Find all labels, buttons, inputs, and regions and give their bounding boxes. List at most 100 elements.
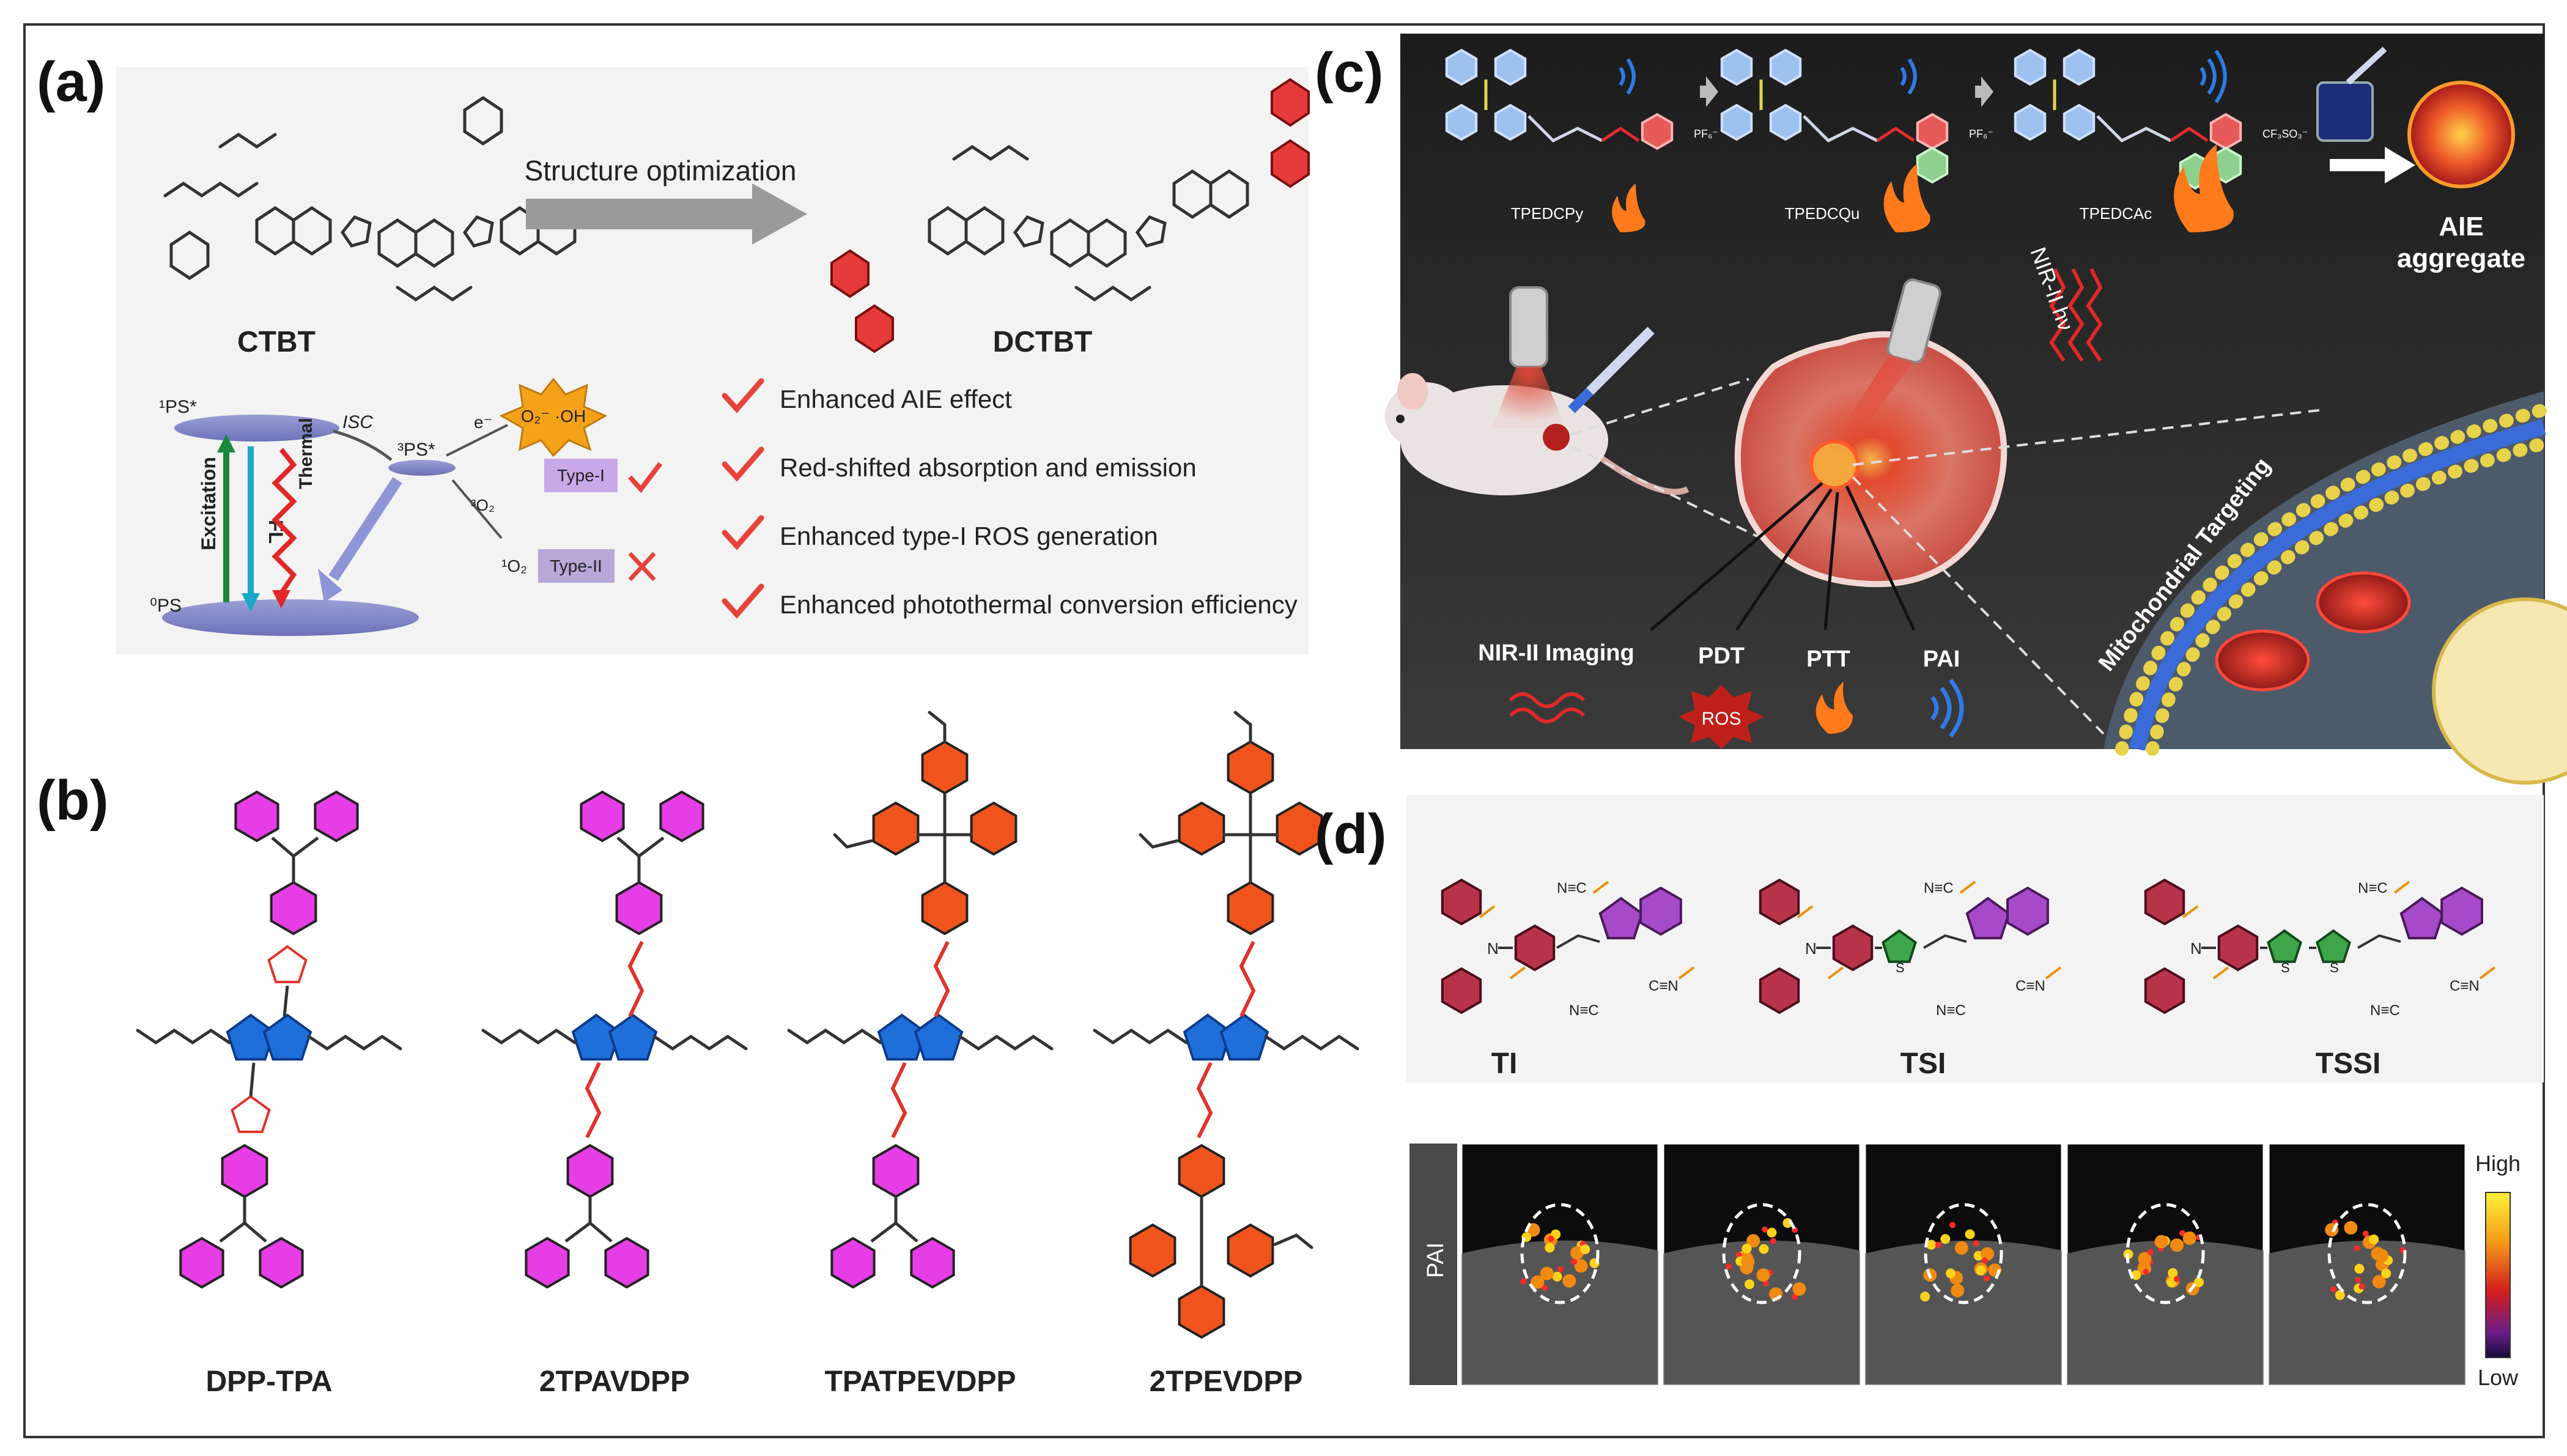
tumor-roi xyxy=(1924,1203,2003,1304)
type1-check-icon xyxy=(628,462,663,493)
aryl-ring xyxy=(910,1236,955,1289)
dpp-core-ring xyxy=(262,1013,312,1061)
bond-line xyxy=(1556,934,1600,949)
pai-signal-dot xyxy=(1520,1278,1527,1285)
dimethylamino xyxy=(928,711,947,744)
vinyl-linker xyxy=(1239,940,1256,1018)
cyano-text: N≡C xyxy=(1557,880,1587,896)
dimethylamino xyxy=(833,833,873,849)
pai-signal-dot xyxy=(2354,1245,2360,1252)
pai-signal-dot xyxy=(1540,1266,1554,1280)
panel-a-background xyxy=(116,67,1309,654)
sulfur-text: S xyxy=(2330,960,2339,975)
aryl-ring xyxy=(1227,740,1274,795)
sound-wave-icon xyxy=(1619,67,1625,86)
pai-signal-dot xyxy=(2354,1263,2365,1274)
benefit-item: Enhanced type-I ROS generation xyxy=(780,522,1158,550)
molecule-1 xyxy=(481,790,748,1289)
aryl-ring xyxy=(1759,967,1800,1014)
pai-signal-dot xyxy=(1562,1274,1576,1288)
molecule-name: 2TPAVDPP xyxy=(539,1365,690,1398)
dimethylamino xyxy=(1139,833,1179,849)
rotation-arrow xyxy=(2045,966,2062,980)
pai-molecule-0: NN≡CC≡NN≡C xyxy=(1441,878,1695,1019)
isc-arrow xyxy=(333,429,393,461)
acceptor-ring xyxy=(1916,113,1949,150)
excitation-text: Excitation xyxy=(198,457,220,550)
pai-signal-dot xyxy=(1982,1257,1988,1264)
pai-signal-dot xyxy=(1770,1238,1776,1244)
aie-molecule-0: PF₆⁻TPEDCPy xyxy=(1445,48,1718,232)
dpp-core-ring xyxy=(608,1013,658,1061)
pai-side-label: PAI xyxy=(1423,1243,1449,1278)
alkyl-chain xyxy=(652,1034,748,1051)
sulfur-text: S xyxy=(1896,960,1905,975)
rotation-arrow xyxy=(2393,881,2410,894)
panel-c-label: (c) xyxy=(1315,42,1383,104)
cyano-text: N≡C xyxy=(1924,880,1954,896)
pai-frame-4 xyxy=(2267,1142,2467,1386)
counterion-text: CF₃SO₃⁻ xyxy=(2262,128,2308,140)
nir-imaging-wave-icon xyxy=(1509,692,1586,723)
pai-frame-0 xyxy=(1460,1142,1660,1386)
thiophene-ring xyxy=(2267,929,2302,963)
molecule-3 xyxy=(1093,711,1359,1339)
flame-icon xyxy=(2174,144,2234,232)
isc-decay-arrow xyxy=(328,477,402,581)
aryl-ring xyxy=(566,1144,614,1199)
pai-signal-dot xyxy=(2355,1277,2362,1284)
benefit-item: Red-shifted absorption and emission xyxy=(780,453,1197,482)
cell-membrane xyxy=(2103,391,2567,785)
thermal-wave xyxy=(271,448,297,595)
aie-molecule-2: CF₃SO₃⁻TPEDCAc xyxy=(2014,48,2308,232)
pai-signal-dot xyxy=(2330,1286,2336,1293)
aryl-ring xyxy=(1227,881,1274,936)
aryl-ring xyxy=(872,801,920,856)
pai-molecule-name: TSI xyxy=(1900,1048,1946,1080)
pai-signal-dot xyxy=(1983,1275,1990,1282)
aryl-ring xyxy=(314,790,359,843)
pai-signal-dot xyxy=(1926,1240,1937,1250)
ptt-flame-icon xyxy=(1815,682,1853,734)
pai-signal-dot xyxy=(2381,1268,2392,1279)
aryl-ring xyxy=(872,1144,920,1199)
pai-signal-dot xyxy=(1531,1275,1545,1289)
aryl-ring xyxy=(2014,103,2047,141)
aryl-ring xyxy=(221,1144,268,1199)
nir-waves xyxy=(2049,268,2103,362)
aryl-ring xyxy=(1494,48,1527,86)
bond-line xyxy=(271,837,295,857)
pai-signal-dot xyxy=(2362,1230,2369,1237)
vinyl-linker xyxy=(1876,126,1915,142)
aryl-ring xyxy=(1759,878,1800,926)
panel-a-label: (a) xyxy=(37,51,105,113)
benefit-item: Enhanced photothermal conversion efficie… xyxy=(780,590,1298,619)
flame-icon xyxy=(1883,164,1930,232)
aryl-ring xyxy=(659,790,704,843)
aryl-ring xyxy=(1276,801,1323,856)
bond-line xyxy=(2357,934,2401,949)
vinyl-linker xyxy=(890,1062,907,1139)
rotation-arrow xyxy=(1959,881,1976,894)
cyano-text: N≡C xyxy=(2370,1002,2400,1019)
alkyl-chain xyxy=(787,1028,882,1045)
optimization-label: Structure optimization xyxy=(525,155,797,187)
aryl-ring xyxy=(1441,878,1482,926)
s1-text: ¹PS* xyxy=(159,397,197,417)
aryl-ring xyxy=(2063,103,2096,141)
panel-a: (a) CTBT Structure optimization xyxy=(37,51,1310,654)
isc-text: ISC xyxy=(342,412,373,432)
vinyl-linker xyxy=(1196,1062,1213,1139)
tumor-roi xyxy=(1722,1203,1801,1304)
therapy-pointer-lines xyxy=(1650,482,1916,631)
pai-signal-dot xyxy=(1557,1266,1564,1273)
aryl-ring xyxy=(1494,103,1527,141)
mitochondrion-1 xyxy=(2215,629,2310,692)
tissue-region xyxy=(2067,1240,2264,1385)
dimethylamino xyxy=(1233,711,1252,744)
rotation-arrow xyxy=(2479,966,2496,980)
